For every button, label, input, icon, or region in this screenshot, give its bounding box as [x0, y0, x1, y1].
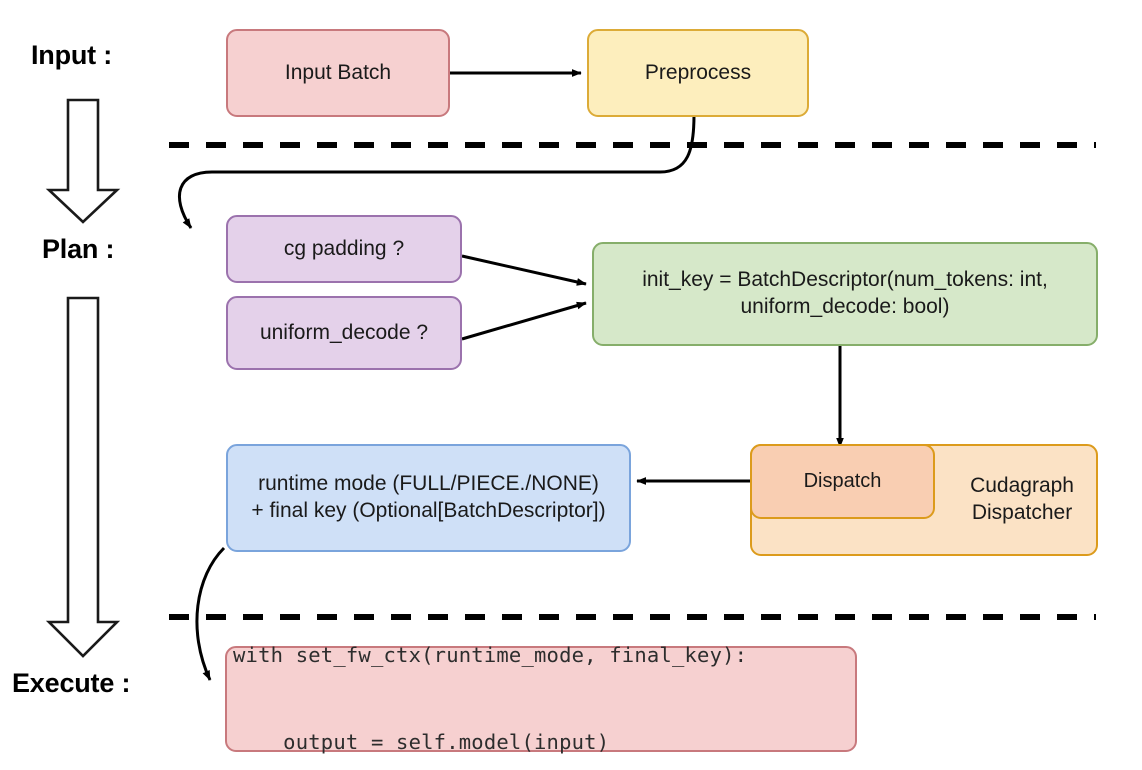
node-cg-padding[interactable]: cg padding ?	[226, 215, 462, 283]
stage-label-plan: Plan :	[42, 234, 115, 264]
node-preprocess-label: Preprocess	[644, 60, 752, 84]
node-dispatch-label: Dispatch	[803, 469, 882, 492]
node-init-key[interactable]: init_key = BatchDescriptor(num_tokens: i…	[592, 242, 1098, 346]
stage-label-execute: Execute :	[12, 668, 131, 698]
stage-label-input: Input :	[31, 40, 113, 70]
node-init-key-line1: init_key = BatchDescriptor(num_tokens: i…	[642, 268, 1048, 292]
node-execute-code[interactable]: with set_fw_ctx(runtime_mode, final_key)…	[225, 643, 857, 754]
node-input-batch[interactable]: Input Batch	[226, 29, 450, 117]
edge-preprocess-to-cg-padding	[178, 114, 696, 229]
node-init-key-line2: uniform_decode: bool)	[740, 295, 950, 318]
node-runtime-mode-line1: runtime mode (FULL/PIECE./NONE)	[258, 472, 599, 496]
node-execute-code-line1: with set_fw_ctx(runtime_mode, final_key)…	[233, 642, 748, 667]
node-input-batch-label: Input Batch	[284, 60, 392, 84]
edge-cg-padding-to-init-key	[461, 254, 587, 286]
node-cudagraph-dispatcher-line1: Cudagraph	[970, 474, 1074, 498]
edge-uniform-decode-to-init-key	[461, 301, 587, 341]
node-uniform-decode-label: uniform_decode ?	[259, 320, 429, 344]
node-runtime-mode-line2: + final key (Optional[BatchDescriptor])	[251, 499, 606, 522]
block-arrow-input-to-plan	[45, 98, 121, 224]
node-cg-padding-label: cg padding ?	[283, 236, 405, 260]
node-cudagraph-dispatcher-line2: Dispatcher	[971, 501, 1073, 524]
node-uniform-decode[interactable]: uniform_decode ?	[226, 296, 462, 370]
block-arrow-plan-to-execute	[45, 296, 121, 658]
node-execute-code-line2: output = self.model(input)	[233, 730, 610, 755]
node-dispatch[interactable]: Dispatch	[750, 444, 935, 519]
node-preprocess[interactable]: Preprocess	[587, 29, 809, 117]
node-runtime-mode[interactable]: runtime mode (FULL/PIECE./NONE) + final …	[226, 444, 631, 552]
edge-runtime-mode-to-execute-code	[195, 546, 226, 681]
